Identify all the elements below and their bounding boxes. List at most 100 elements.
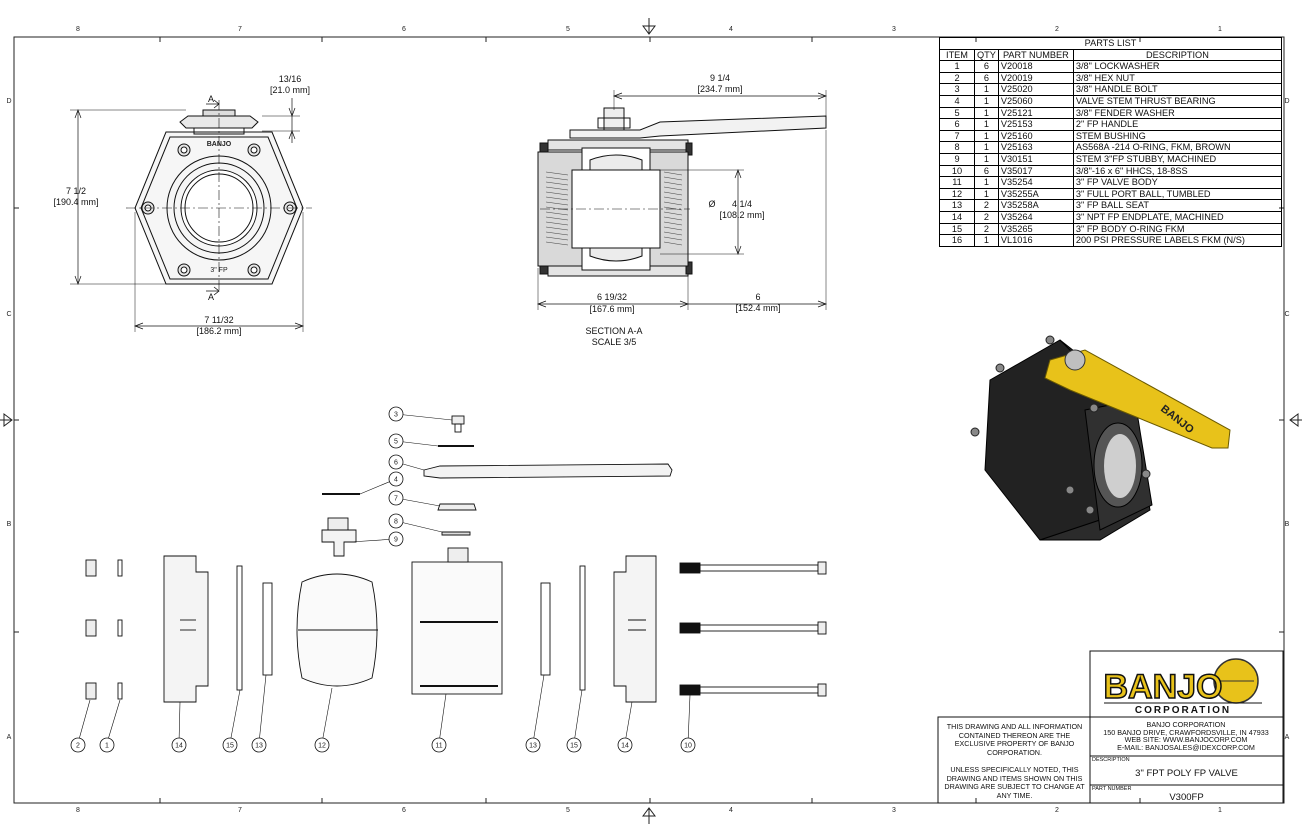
item-cell: 4 (939, 94, 975, 108)
description-cell: AS568A -214 O-RING, FKM, BROWN (1072, 141, 1283, 154)
dim-handle-length: 9 1/4 (710, 73, 730, 83)
section-mark-top: A (208, 94, 214, 104)
description-label: DESCRIPTION (1092, 757, 1130, 763)
dim-total-width-mm: [186.2 mm] (196, 326, 241, 336)
item-balloon (680, 737, 696, 753)
company-website: WEB SITE: WWW.BANJOCORP.COM (1124, 735, 1248, 744)
qty-cell: 2 (974, 210, 999, 224)
item-balloon-number: 11 (435, 743, 442, 750)
item-cell: 7 (939, 129, 975, 143)
bolt-head (250, 266, 258, 274)
item-balloon-number: 6 (394, 460, 398, 467)
thread-line (545, 216, 569, 221)
parts-list-table: PARTS LIST ITEM QTY PART NUMBER DESCRIPT… (939, 37, 1283, 247)
qty-cell: 1 (974, 94, 999, 108)
zone-letter: D (6, 98, 11, 105)
company-name: BANJO CORPORATION (1146, 720, 1226, 729)
description-cell: 3/8" HANDLE BOLT (1072, 83, 1283, 96)
exploded-view (77, 413, 827, 744)
item-balloon-number: 8 (394, 519, 398, 526)
description-cell: 3/8" FENDER WASHER (1072, 106, 1283, 120)
dim-total-width: 7 11/32 (204, 315, 233, 325)
description-cell: 3" FP BODY O-RING FKM (1072, 222, 1283, 236)
qty-cell: 1 (974, 152, 999, 166)
dim-handle-overhang-mm: [152.4 mm] (735, 303, 780, 313)
item-balloon (314, 737, 330, 753)
part-number-cell: V30151 (997, 152, 1074, 166)
item-balloon (251, 737, 267, 753)
item-balloon-number: 13 (529, 743, 537, 750)
qty-cell: 1 (974, 83, 999, 96)
zone-number: 6 (402, 26, 406, 33)
thread-line (663, 216, 683, 221)
thread-line (663, 181, 683, 186)
dim-body-length: 6 19/32 (597, 292, 627, 302)
thread-line (545, 196, 569, 201)
property-note: THIS DRAWING AND ALL INFORMATION CONTAIN… (946, 722, 1083, 757)
description-cell: STEM 3"FP STUBBY, MACHINED (1072, 152, 1283, 166)
item-balloon-number: 9 (394, 537, 398, 544)
description-cell: 3" FULL PORT BALL, TUMBLED (1072, 187, 1283, 201)
zone-number: 1 (1218, 807, 1222, 814)
item-balloon-number: 3 (394, 412, 398, 419)
part-number-cell: V25153 (997, 118, 1074, 131)
item-balloon (431, 737, 447, 753)
thread-line (545, 181, 569, 186)
item-balloon (388, 513, 404, 529)
part-number-cell: V25060 (997, 94, 1074, 108)
item-balloon (171, 737, 187, 753)
thread-line (663, 221, 683, 226)
item-cell: 16 (939, 234, 975, 247)
part-number-value: V300FP (1169, 792, 1204, 803)
thread-line (663, 196, 683, 201)
thread-line (545, 171, 569, 176)
item-balloon-number: 10 (684, 743, 692, 750)
section-view-labels: 9 1/4 [234.7 mm] Ø 4 1/4 [108.2 mm] 6 19… (585, 73, 780, 347)
section-caption: SECTION A-A (585, 326, 642, 336)
thread-line (545, 186, 569, 191)
top-view (70, 98, 312, 332)
thread-line (545, 206, 569, 211)
item-balloon (525, 737, 541, 753)
zone-number: 4 (729, 26, 733, 33)
dim-bore-symbol: Ø (708, 199, 715, 209)
qty-cell: 1 (974, 106, 999, 120)
qty-cell: 1 (974, 118, 999, 131)
item-balloon (617, 737, 633, 753)
thread-line (663, 176, 683, 181)
item-cell: 1 (939, 60, 975, 73)
zone-number: 8 (76, 26, 80, 33)
item-balloon (388, 531, 404, 547)
logo-wordmark: BANJO (1103, 668, 1222, 706)
part-number-cell: V35255A (997, 187, 1074, 201)
description-cell: 3/8" HEX NUT (1072, 71, 1283, 85)
description-value: 3" FPT POLY FP VALVE (1135, 768, 1238, 779)
col-part-number: PART NUMBER (997, 48, 1074, 62)
dim-body-length-mm: [167.6 mm] (589, 304, 634, 314)
item-balloon-number: 14 (175, 743, 183, 750)
center-marks (0, 18, 1302, 824)
description-cell: 200 PSI PRESSURE LABELS FKM (N/S) (1072, 234, 1283, 247)
item-balloon (388, 490, 404, 506)
part-number-cell: V35264 (997, 210, 1074, 224)
description-cell: 3/8" LOCKWASHER (1072, 60, 1283, 73)
section-scale: SCALE 3/5 (592, 337, 637, 347)
qty-cell: 1 (974, 176, 999, 189)
thread-line (545, 176, 569, 181)
zone-letter: A (7, 734, 12, 741)
thread-line (545, 221, 569, 226)
thread-line (545, 201, 569, 206)
change-note: UNLESS SPECIFICALLY NOTED, THIS DRAWING … (944, 765, 1085, 800)
item-balloon-number: 13 (255, 743, 263, 750)
item-balloon (99, 737, 115, 753)
thread-line (545, 226, 569, 231)
item-cell: 15 (939, 222, 975, 236)
